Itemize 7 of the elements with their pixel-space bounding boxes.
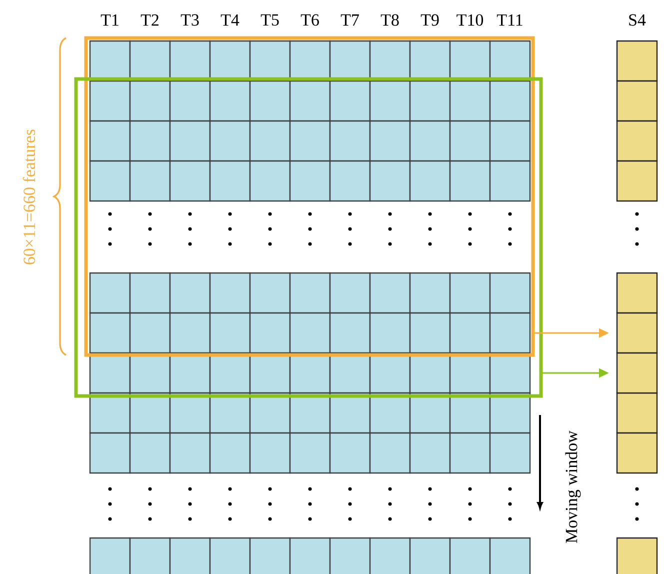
- target-cell: [616, 352, 658, 394]
- brace-label: 60×11=660 features: [22, 130, 36, 264]
- target-cell: [616, 312, 658, 354]
- window-box: [84, 36, 535, 357]
- column-header: S4: [629, 14, 646, 26]
- window-box: [74, 77, 543, 398]
- direction-label: Moving window: [565, 430, 581, 543]
